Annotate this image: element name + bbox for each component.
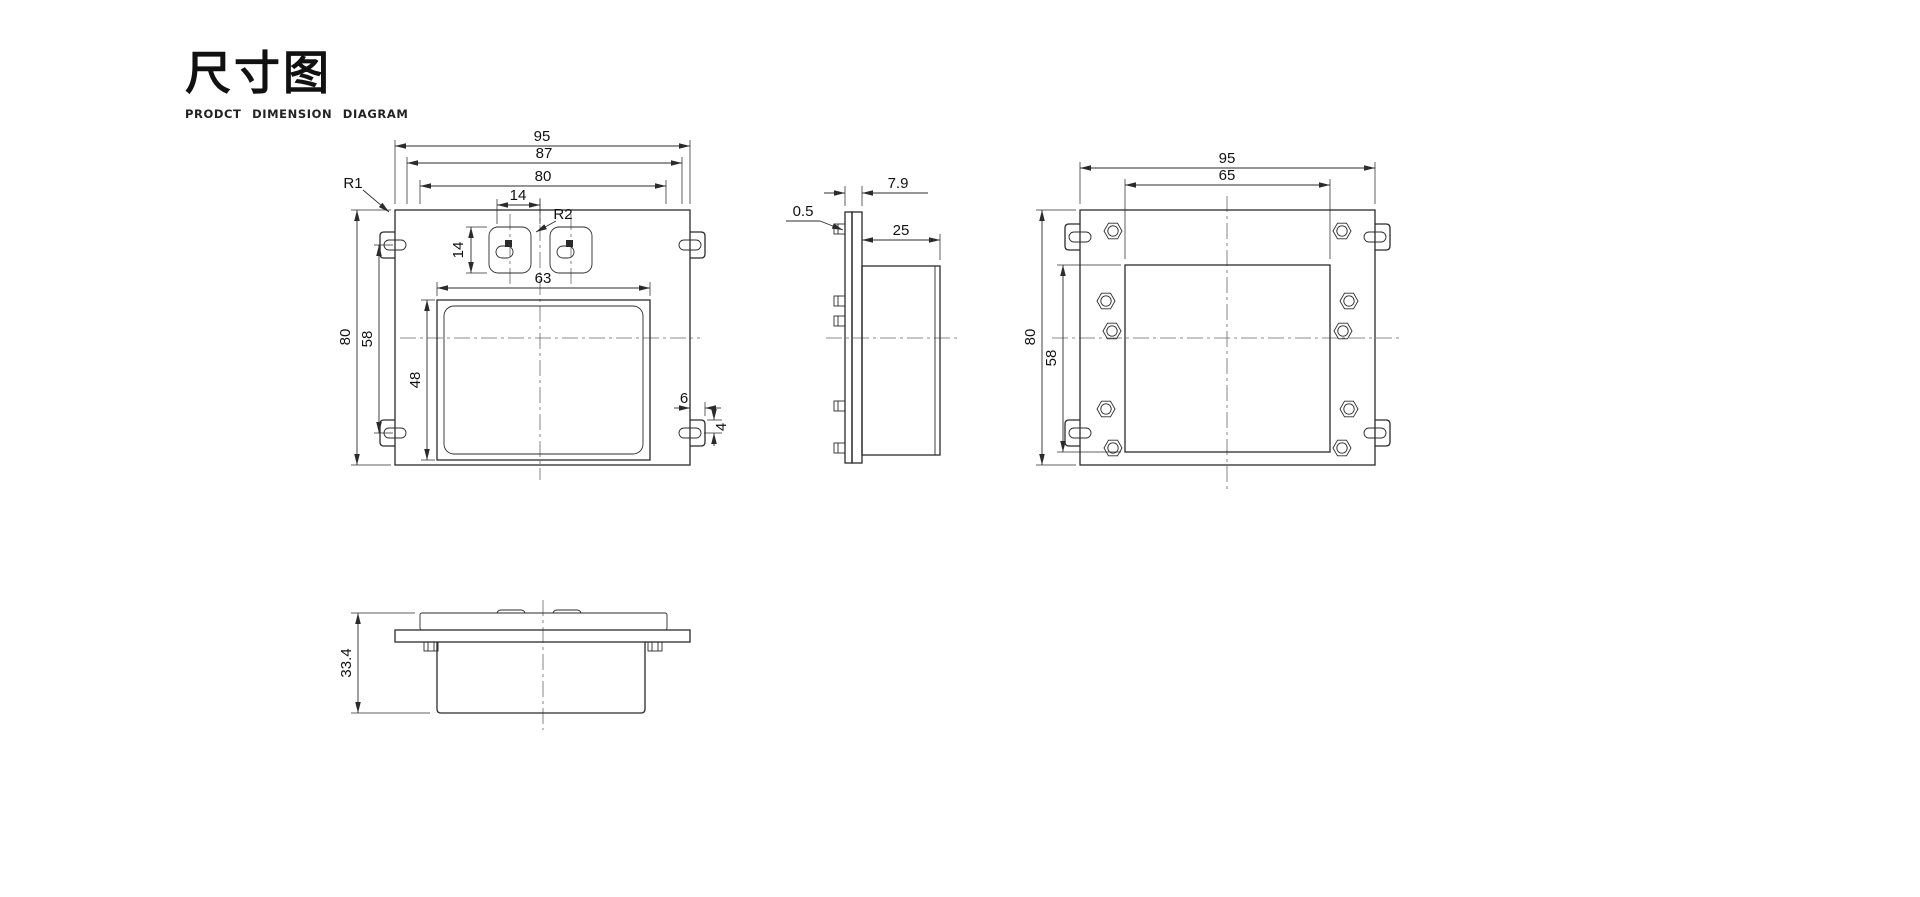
bottom-body-outline <box>436 642 646 714</box>
side-view: 7.9 0.5 25 <box>786 175 958 464</box>
bottom-screws <box>423 641 663 652</box>
dim-text-front-r2: R2 <box>553 206 572 223</box>
back-hex-nuts <box>1096 222 1359 457</box>
dim-text-front-4: 4 <box>713 423 730 431</box>
back-mounting-tabs <box>1064 223 1391 447</box>
side-dim-panel-thickness: 7.9 <box>824 175 928 206</box>
dim-text-back-65: 65 <box>1219 167 1236 184</box>
dim-text-back-80: 80 <box>1022 329 1039 346</box>
side-dim-body-depth: 25 <box>861 222 941 260</box>
front-dim-button-size: 14 <box>450 226 487 274</box>
bottom-view: 33.4 <box>338 600 691 730</box>
dim-text-front-63: 63 <box>535 270 552 287</box>
dim-text-front-14-pitch: 14 <box>510 187 527 204</box>
back-dim-overall-width: 95 <box>1079 150 1376 204</box>
dim-text-front-r1: R1 <box>343 175 362 192</box>
dim-text-side-7-9: 7.9 <box>888 175 909 192</box>
back-view: 95 65 80 58 <box>1022 150 1400 490</box>
side-dim-sheet-thickness: 0.5 <box>786 203 844 231</box>
side-screw-studs <box>833 223 846 454</box>
back-dim-window-height: 58 <box>1043 264 1121 453</box>
front-dim-overall-width: 95 <box>394 128 691 204</box>
dim-text-front-80v: 80 <box>337 329 354 346</box>
front-dim-button-pitch: 14 <box>496 187 541 224</box>
front-buttons <box>488 226 593 274</box>
back-body-outline <box>1124 264 1331 453</box>
dim-text-front-48: 48 <box>407 372 424 389</box>
bottom-bezel <box>419 609 668 631</box>
dim-text-front-58: 58 <box>359 331 376 348</box>
bottom-dim-overall-depth: 33.4 <box>338 612 430 714</box>
side-body <box>861 265 941 456</box>
front-dim-slot-span: 58 <box>359 244 393 434</box>
front-dim-window-width: 63 <box>436 270 651 296</box>
dim-text-front-87: 87 <box>536 145 553 162</box>
front-dim-mid-width: 87 <box>406 145 683 204</box>
bottom-flange <box>394 629 691 643</box>
dim-text-front-80h: 80 <box>535 168 552 185</box>
front-dim-tab-width: 6 <box>674 390 721 416</box>
dim-text-side-0-5: 0.5 <box>793 203 814 220</box>
dim-text-side-25: 25 <box>893 222 910 239</box>
front-panel-outline <box>394 209 691 466</box>
page-title: 尺寸图 <box>185 46 332 100</box>
side-panel-sheets <box>844 211 863 464</box>
front-view: 95 87 80 14 <box>337 128 730 480</box>
front-dim-inner-width: 80 <box>419 168 667 204</box>
front-display-window <box>436 299 651 461</box>
front-mounting-tabs <box>379 231 706 447</box>
dim-text-back-95: 95 <box>1219 150 1236 167</box>
back-panel-outline <box>1079 209 1376 466</box>
front-dim-button-radius: R2 <box>535 206 573 233</box>
back-dim-overall-height: 80 <box>1022 209 1076 466</box>
dim-text-back-58: 58 <box>1043 350 1060 367</box>
page-subtitle: PRODCT DIMENSION DIAGRAM <box>185 106 409 121</box>
dim-text-front-14-size: 14 <box>450 242 467 259</box>
back-dim-window-width: 65 <box>1124 167 1331 259</box>
front-dim-overall-height: 80 <box>337 209 391 466</box>
title-block: 尺寸图 PRODCT DIMENSION DIAGRAM <box>185 48 408 121</box>
front-dim-tab-offset: 4 <box>704 407 730 446</box>
dim-text-bottom-33-4: 33.4 <box>338 648 355 677</box>
front-dim-window-height: 48 <box>407 299 435 461</box>
dim-text-front-6: 6 <box>680 390 688 407</box>
dim-text-front-95: 95 <box>534 128 551 145</box>
front-dim-corner-radius: R1 <box>343 175 390 213</box>
